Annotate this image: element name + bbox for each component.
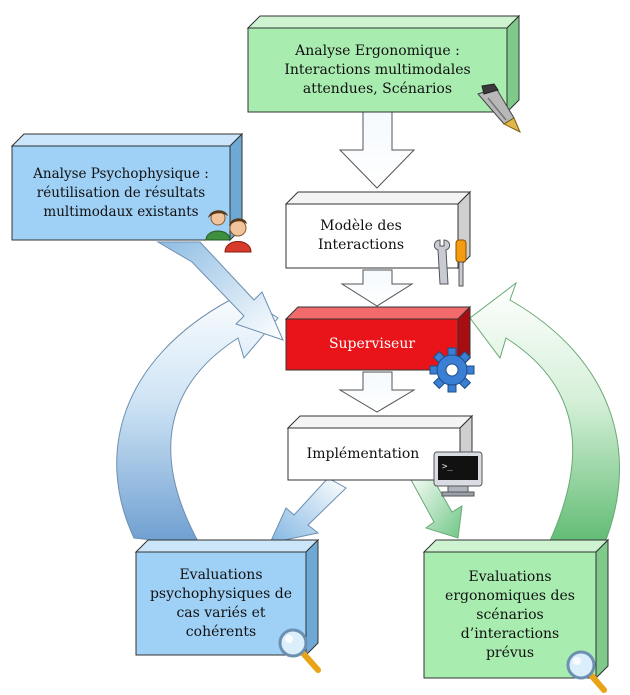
tools-icon [433, 239, 467, 287]
svg-text:>_: >_ [442, 462, 453, 472]
users-icon [205, 210, 252, 253]
ergonomic-analysis-label: Analyse Ergonomique : Interactions multi… [284, 42, 471, 97]
magnifier-icon [566, 650, 607, 693]
psychophysical-analysis-label: Analyse Psychophysique : réutilisation d… [33, 165, 209, 220]
supervisor-label: Superviseur [328, 336, 416, 352]
implementation-label: Implémentation [306, 445, 420, 462]
pen-icon [477, 83, 521, 134]
implementation-to-psychophysical-evaluations-arrow [269, 477, 347, 544]
left-loop-arrow [116, 281, 279, 546]
ergonomic-evaluations-label: Evaluations ergonomiques des scénarios d… [445, 568, 575, 661]
terminal-icon: >_ [433, 451, 483, 497]
ergonomic-to-model-arrow [338, 109, 416, 189]
ergonomic-evaluations-box [422, 538, 610, 680]
implementation-box [286, 414, 474, 482]
right-loop-arrow [469, 281, 620, 546]
psychophysical-to-supervisor-arrow [156, 241, 284, 341]
magnifier-icon [278, 628, 321, 673]
ergonomic-analysis-box [246, 14, 521, 114]
model-to-supervisor-arrow [340, 269, 414, 307]
psychophysical-evaluations-box [134, 538, 320, 657]
psychophysical-analysis-box [10, 132, 244, 242]
supervisor-to-implementation-arrow [338, 371, 416, 413]
interaction-model-box [284, 190, 472, 270]
psychophysical-evaluations-label: Evaluations psychophysiques de cas varié… [149, 566, 293, 640]
interaction-model-label: Modèle des Interactions [317, 218, 405, 253]
gear-icon [429, 347, 475, 393]
